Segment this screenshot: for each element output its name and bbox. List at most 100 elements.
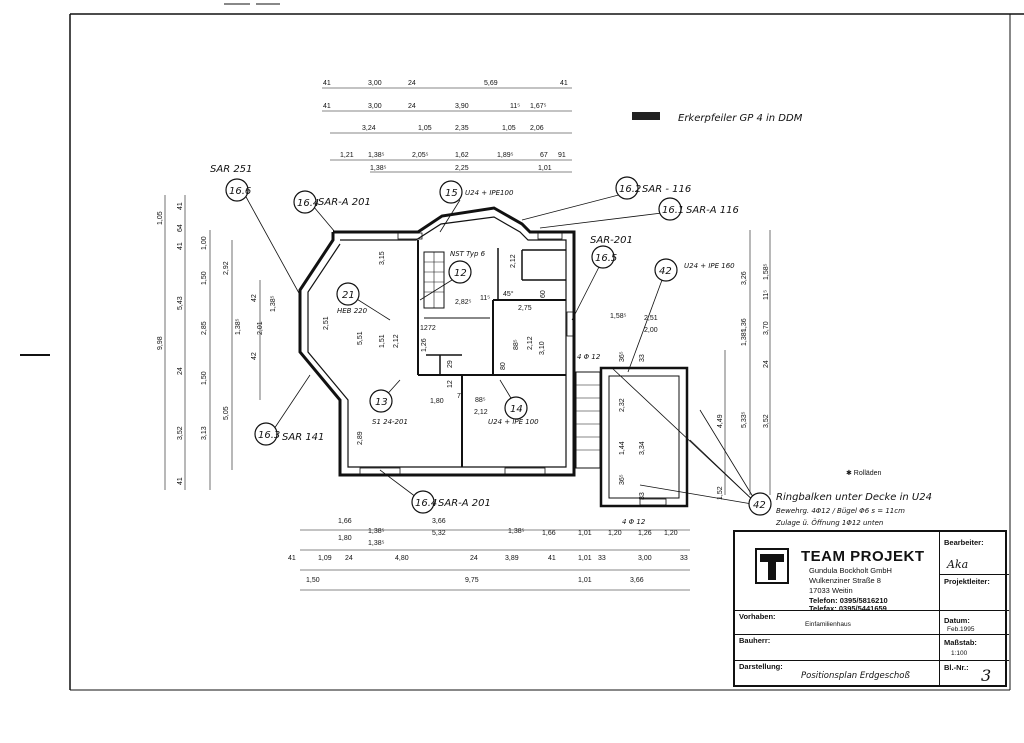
- dim-text: 5,43: [177, 296, 184, 310]
- dim-text: 11⁵: [763, 290, 770, 300]
- dim-text: 9,75: [465, 577, 479, 584]
- dim-text: 24: [763, 360, 770, 368]
- dim-text: 2,25: [455, 165, 469, 172]
- position-number: 15: [445, 188, 458, 199]
- dim-text: 1,20: [608, 530, 622, 537]
- position-number: 16.6: [229, 186, 251, 197]
- dim-text: 5,69: [484, 80, 498, 87]
- dim-text: 5,33⁵: [741, 411, 748, 428]
- position-label: SAR-A 116: [686, 205, 739, 216]
- dim-text: 1,58⁵: [763, 263, 770, 280]
- position-label: NST Typ 6: [450, 250, 486, 258]
- dim-text: 1,44: [619, 441, 626, 455]
- position-label: SAR - 116: [642, 184, 691, 195]
- dim-text: 41: [177, 477, 184, 485]
- dim-text: 3,13: [201, 426, 208, 440]
- dim-text: 1,01: [578, 555, 592, 562]
- dim-text: 3,66: [630, 577, 644, 584]
- dim-text: 2,12: [510, 254, 517, 268]
- position-label: HEB 220: [337, 307, 368, 315]
- position-number: 13: [375, 397, 388, 408]
- row-divider: [735, 634, 1009, 635]
- note-ringbalken-reinf: Bewehrg. 4Φ12 / Bügel Φ6 s = 11cm: [776, 507, 905, 515]
- dim-text: 11⁵: [480, 295, 490, 302]
- dim-text: 1,89⁵: [497, 152, 514, 159]
- company-city: 17033 Weitin: [809, 586, 853, 595]
- position-label: SAR 141: [282, 432, 324, 443]
- reinforcement-label-bottom: 4 Φ 12: [622, 518, 646, 526]
- dim-text: 64: [177, 224, 184, 232]
- dim-text: 33: [598, 555, 606, 562]
- dim-text: 29: [447, 360, 454, 368]
- dim-text: 1,01: [538, 165, 552, 172]
- company-street: Wulkenziner Straße 8: [809, 576, 881, 585]
- position-label: SAR-201: [590, 235, 633, 246]
- darstellung-value: Positionsplan Erdgeschoß: [801, 671, 910, 681]
- dim-text: 1,26: [421, 338, 428, 352]
- column-divider: [939, 532, 940, 687]
- dim-text: 1,62: [455, 152, 469, 159]
- position-number: 16.5: [595, 253, 617, 264]
- dim-text: 1,05: [418, 125, 432, 132]
- dim-text: 1,38⁵: [368, 152, 385, 159]
- dim-text: 3,90: [455, 103, 469, 110]
- dim-text: 1,36: [741, 318, 748, 332]
- position-number: 16.2: [619, 184, 641, 195]
- bearbeiter-signature: Aka: [947, 558, 969, 571]
- dim-text: 3,89: [505, 555, 519, 562]
- dim-text: 2,35: [455, 125, 469, 132]
- dim-text: 36⁵: [619, 474, 626, 485]
- position-label: U24 + IPE 160: [684, 262, 735, 270]
- position-label: U24 + IPE 100: [488, 418, 539, 426]
- position-label: SAR 251: [210, 164, 252, 175]
- dim-text: 1,50: [201, 271, 208, 285]
- dim-text: 1,50: [306, 577, 320, 584]
- datum-label: Datum:: [944, 616, 970, 625]
- position-number: 42: [659, 266, 672, 277]
- dim-text: 1,00: [201, 236, 208, 250]
- dim-text: 1,01: [578, 577, 592, 584]
- position-label: U24 + IPE100: [465, 189, 514, 197]
- dim-text: 1,66: [542, 530, 556, 537]
- dim-text: 2,51: [644, 315, 658, 322]
- dim-text: 1,66: [338, 518, 352, 525]
- dim-text: 42: [251, 294, 258, 302]
- dim-text: 41: [323, 103, 331, 110]
- dim-text: 1,20: [664, 530, 678, 537]
- dim-text: 3,00: [368, 80, 382, 87]
- dim-text: 3,15: [379, 251, 386, 265]
- legend-text: Erkerpfeiler GP 4 in DDM: [678, 113, 803, 124]
- building-outline: [298, 206, 689, 508]
- dim-text: 91: [558, 152, 566, 159]
- dim-text: 3,70: [763, 321, 770, 335]
- blatt-label: Bl.-Nr.:: [944, 663, 969, 672]
- dim-text: 1,80: [338, 535, 352, 542]
- team-projekt-logo: [755, 548, 789, 584]
- bearbeiter-label: Bearbeiter:: [944, 538, 984, 547]
- dim-text: 1,05: [502, 125, 516, 132]
- company-name: TEAM PROJEKT: [801, 548, 925, 565]
- dim-text: 33: [639, 492, 646, 500]
- dim-text: 2,12: [393, 334, 400, 348]
- dim-text: 7: [457, 393, 461, 400]
- company-sub: Gundula Bockholt GmbH: [809, 566, 892, 575]
- position-label: SAR-A 201: [318, 197, 371, 208]
- projektleiter-label: Projektleiter:: [944, 577, 990, 586]
- dim-text: 67: [540, 152, 548, 159]
- position-number: 14: [510, 404, 523, 415]
- dim-text: 3,66: [432, 518, 446, 525]
- position-number: 42: [753, 500, 766, 511]
- dim-text: 3,52: [763, 414, 770, 428]
- dim-text: 2,01: [257, 321, 264, 335]
- darstellung-label: Darstellung:: [739, 662, 783, 671]
- dim-text: 33: [639, 354, 646, 362]
- dim-text: 41: [548, 555, 556, 562]
- dim-text: 2,12: [474, 409, 488, 416]
- dim-text: 3,10: [539, 341, 546, 355]
- dim-text: 1,38⁵: [235, 318, 242, 335]
- company-fax: Telefax: 0395/5441659: [809, 604, 887, 613]
- dim-text: 24: [408, 103, 416, 110]
- dim-text: 2,00: [644, 327, 658, 334]
- dim-text: 1,52: [717, 486, 724, 500]
- position-number: 21: [342, 290, 355, 301]
